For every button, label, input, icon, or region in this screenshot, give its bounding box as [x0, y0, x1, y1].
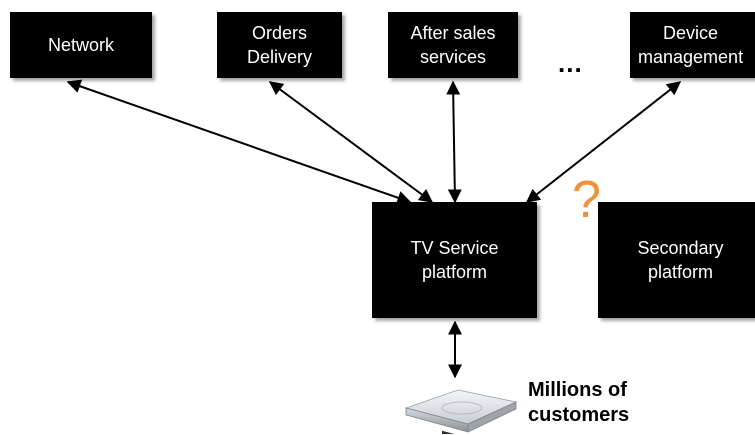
network-label: Network [47, 35, 114, 55]
device-management-box: Device management [630, 12, 755, 78]
device-management-label: Device management [638, 23, 744, 67]
arrow-device-tv [525, 81, 682, 203]
secondary-platform-box: Secondary platform [598, 202, 755, 318]
after-sales-label: After sales services [410, 23, 496, 67]
arrow-orders-tv [268, 81, 434, 203]
arrow-network-tv [66, 79, 412, 205]
network-box: Network [10, 12, 152, 78]
more-nodes-ellipsis: ... [558, 48, 583, 78]
orders-delivery-label: Orders Delivery [246, 23, 312, 67]
arrow-aftersales-tv [446, 80, 462, 204]
secondary-platform-label: Secondary platform [637, 238, 724, 282]
orders-delivery-box: Orders Delivery [217, 12, 342, 78]
set-top-box-icon [404, 389, 518, 434]
customers-caption: Millions of customers [528, 379, 630, 426]
after-sales-box: After sales services [388, 12, 518, 78]
tv-service-platform-label: TV Service platform [410, 238, 499, 282]
tv-service-platform-box: TV Service platform [372, 202, 537, 318]
question-mark: ? [572, 171, 601, 229]
